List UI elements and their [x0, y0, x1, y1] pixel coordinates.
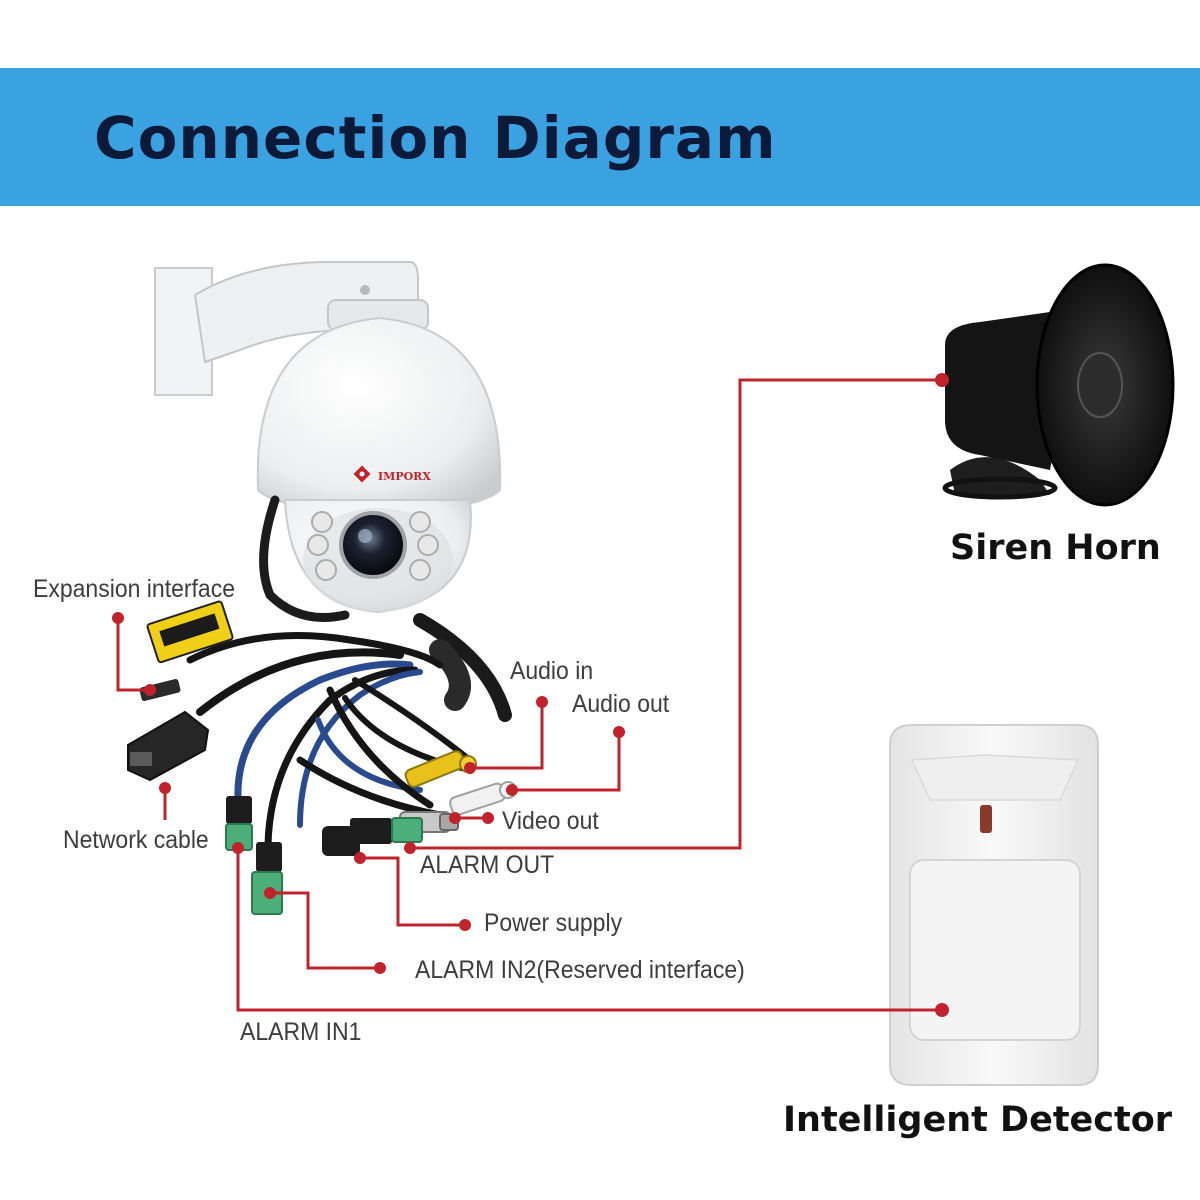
- label-video-out: Video out: [502, 807, 599, 835]
- pir-detector: [889, 724, 1099, 1086]
- connectors: [127, 600, 517, 915]
- siren-horn: [942, 263, 1175, 507]
- detector-lens: [909, 859, 1081, 1041]
- label-network-cable: Network cable: [63, 826, 209, 854]
- leader-alarm-in1: [236, 848, 942, 1012]
- siren-mount: [950, 457, 1050, 495]
- leader-alarm-out-siren: [410, 378, 942, 850]
- label-siren-horn: Siren Horn: [950, 528, 1161, 568]
- leader-power: [360, 856, 465, 927]
- alarm-out-terminal: [350, 817, 423, 844]
- detector-led: [980, 805, 992, 833]
- leader-dots: [112, 373, 949, 1017]
- leader-expansion: [116, 618, 150, 692]
- page-title: Connection Diagram: [94, 104, 777, 172]
- camera-brand: IMPORX: [378, 470, 431, 483]
- title-banner: [0, 68, 1200, 206]
- label-power-supply: Power supply: [484, 909, 623, 937]
- siren-body: [945, 312, 1058, 470]
- camera-lens: [339, 511, 407, 579]
- ir-led-array: [307, 511, 439, 581]
- label-alarm-out: ALARM OUT: [420, 851, 555, 879]
- power-connector: [322, 826, 360, 856]
- label-intelligent-detector: Intelligent Detector: [783, 1100, 1173, 1140]
- leader-audio-in: [470, 702, 544, 770]
- label-audio-out: Audio out: [572, 690, 670, 718]
- label-audio-in: Audio in: [510, 657, 594, 685]
- label-alarm-in2: ALARM IN2(Reserved interface): [415, 956, 745, 984]
- ptz-camera: [154, 261, 502, 622]
- label-expansion-interface: Expansion interface: [33, 575, 236, 603]
- expansion-connector: [146, 600, 234, 664]
- alarm-in1-terminal: [225, 796, 253, 851]
- label-alarm-in1: ALARM IN1: [240, 1018, 362, 1046]
- alarm-in2-terminal: [251, 842, 283, 915]
- leader-audio-out: [512, 732, 621, 792]
- rj45-connector: [127, 710, 210, 782]
- leader-alarm-in2: [270, 891, 380, 970]
- brand-logo: [353, 465, 371, 483]
